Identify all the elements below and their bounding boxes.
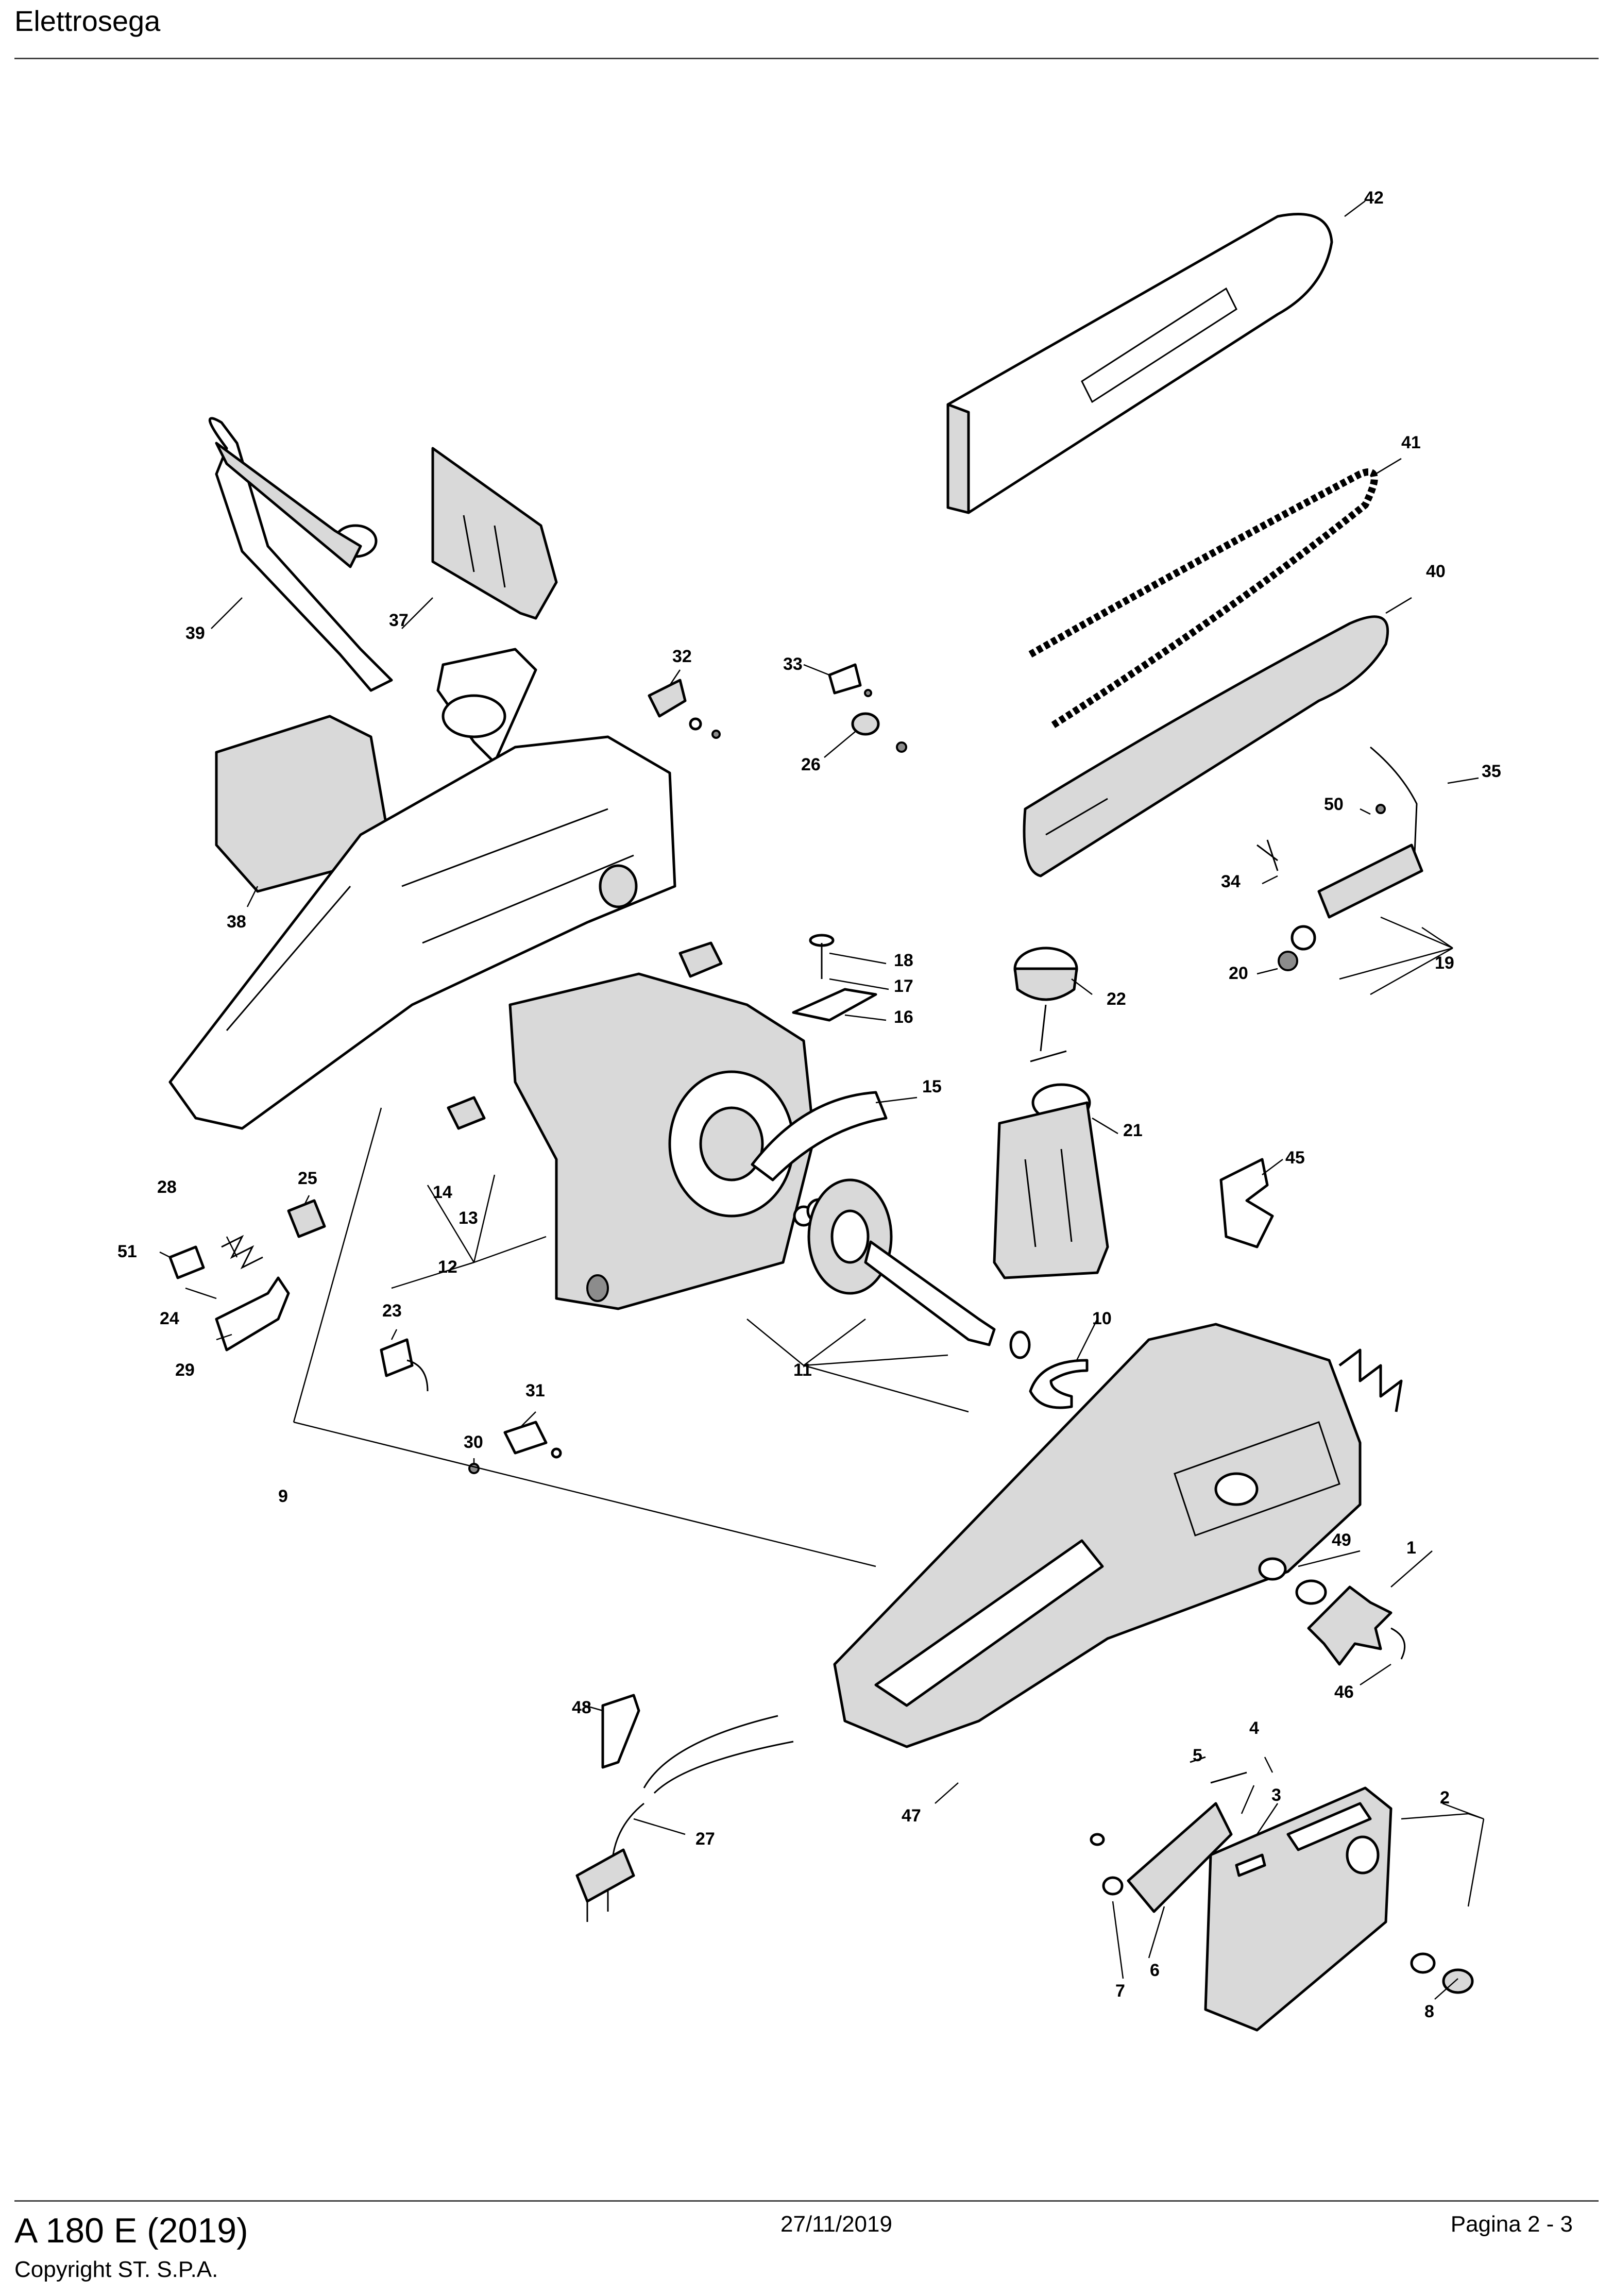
callout-1: 1 — [1406, 1538, 1416, 1558]
callout-51: 51 — [117, 1242, 137, 1261]
part-bracket — [1219, 1158, 1274, 1248]
callout-45: 45 — [1285, 1148, 1305, 1168]
callout-9: 9 — [278, 1487, 288, 1506]
part-bar-cover — [946, 213, 1333, 514]
callout-24: 24 — [160, 1309, 179, 1328]
callout-14: 14 — [433, 1183, 452, 1202]
leader-lines — [159, 200, 1485, 2000]
callout-16: 16 — [894, 1007, 913, 1027]
page-number: Pagina 2 - 3 — [1450, 2211, 1573, 2237]
callout-21: 21 — [1123, 1121, 1143, 1140]
callout-19: 19 — [1435, 953, 1454, 973]
part-hand-guard — [431, 447, 558, 764]
callout-22: 22 — [1107, 989, 1126, 1009]
part-guide-bar — [1023, 615, 1389, 877]
callout-10: 10 — [1092, 1309, 1112, 1328]
callout-28: 28 — [157, 1177, 177, 1197]
callout-32: 32 — [672, 647, 692, 666]
part-power-cord — [575, 1694, 794, 1922]
part-oil-cap — [1013, 947, 1078, 1062]
callout-6: 6 — [1150, 1961, 1160, 1980]
part-sprocket-cover — [1090, 1756, 1474, 2032]
callout-8: 8 — [1424, 2002, 1434, 2021]
header-divider — [14, 58, 1599, 59]
callout-3: 3 — [1271, 1785, 1281, 1805]
part-oil-pump-group — [1257, 746, 1423, 971]
callout-25: 25 — [298, 1169, 317, 1188]
part-small-clips — [648, 663, 907, 753]
callout-50: 50 — [1324, 795, 1344, 814]
part-small-loose — [168, 1199, 562, 1474]
part-switch-group — [447, 934, 877, 1130]
callout-26: 26 — [801, 755, 821, 774]
callout-27: 27 — [695, 1829, 715, 1849]
part-oil-tank — [993, 1083, 1109, 1279]
callout-49: 49 — [1332, 1530, 1351, 1550]
callout-20: 20 — [1229, 964, 1248, 983]
callout-12: 12 — [438, 1257, 457, 1277]
callout-31: 31 — [525, 1381, 545, 1400]
callout-5: 5 — [1193, 1746, 1202, 1765]
callout-47: 47 — [902, 1806, 921, 1826]
part-retaining-clip — [1029, 1359, 1089, 1409]
callout-23: 23 — [382, 1301, 402, 1321]
copyright: Copyright ST. S.P.A. — [14, 2257, 218, 2282]
part-motor-housing — [508, 972, 888, 1310]
callout-11: 11 — [793, 1360, 812, 1380]
callout-30: 30 — [464, 1432, 483, 1452]
callout-37: 37 — [389, 611, 409, 630]
part-chain — [1028, 468, 1378, 730]
callout-33: 33 — [783, 654, 803, 674]
footer-divider — [14, 2200, 1599, 2202]
callout-15: 15 — [922, 1077, 942, 1096]
page-title: Elettrosega — [14, 5, 161, 37]
callout-34: 34 — [1221, 872, 1241, 891]
callout-4: 4 — [1249, 1718, 1259, 1738]
callout-17: 17 — [894, 976, 913, 996]
document-date: 27/11/2019 — [780, 2211, 892, 2237]
callout-35: 35 — [1482, 762, 1501, 781]
model-name: A 180 E (2019) — [14, 2211, 248, 2250]
callout-39: 39 — [185, 623, 205, 643]
callout-29: 29 — [175, 1360, 195, 1380]
callout-42: 42 — [1364, 188, 1384, 208]
callout-46: 46 — [1334, 1682, 1354, 1702]
part-gear-shaft — [793, 1178, 1031, 1359]
callout-38: 38 — [227, 912, 246, 932]
callout-2: 2 — [1440, 1788, 1450, 1808]
callout-18: 18 — [894, 951, 913, 970]
part-rear-housing — [168, 715, 676, 1130]
part-front-handle — [208, 417, 393, 692]
callout-40: 40 — [1426, 562, 1446, 581]
callout-13: 13 — [459, 1208, 478, 1228]
part-main-housing — [833, 1323, 1403, 1748]
callout-41: 41 — [1401, 433, 1421, 452]
part-tension-knob — [1258, 1557, 1406, 1666]
callout-7: 7 — [1115, 1981, 1125, 2001]
callout-48: 48 — [572, 1698, 591, 1717]
